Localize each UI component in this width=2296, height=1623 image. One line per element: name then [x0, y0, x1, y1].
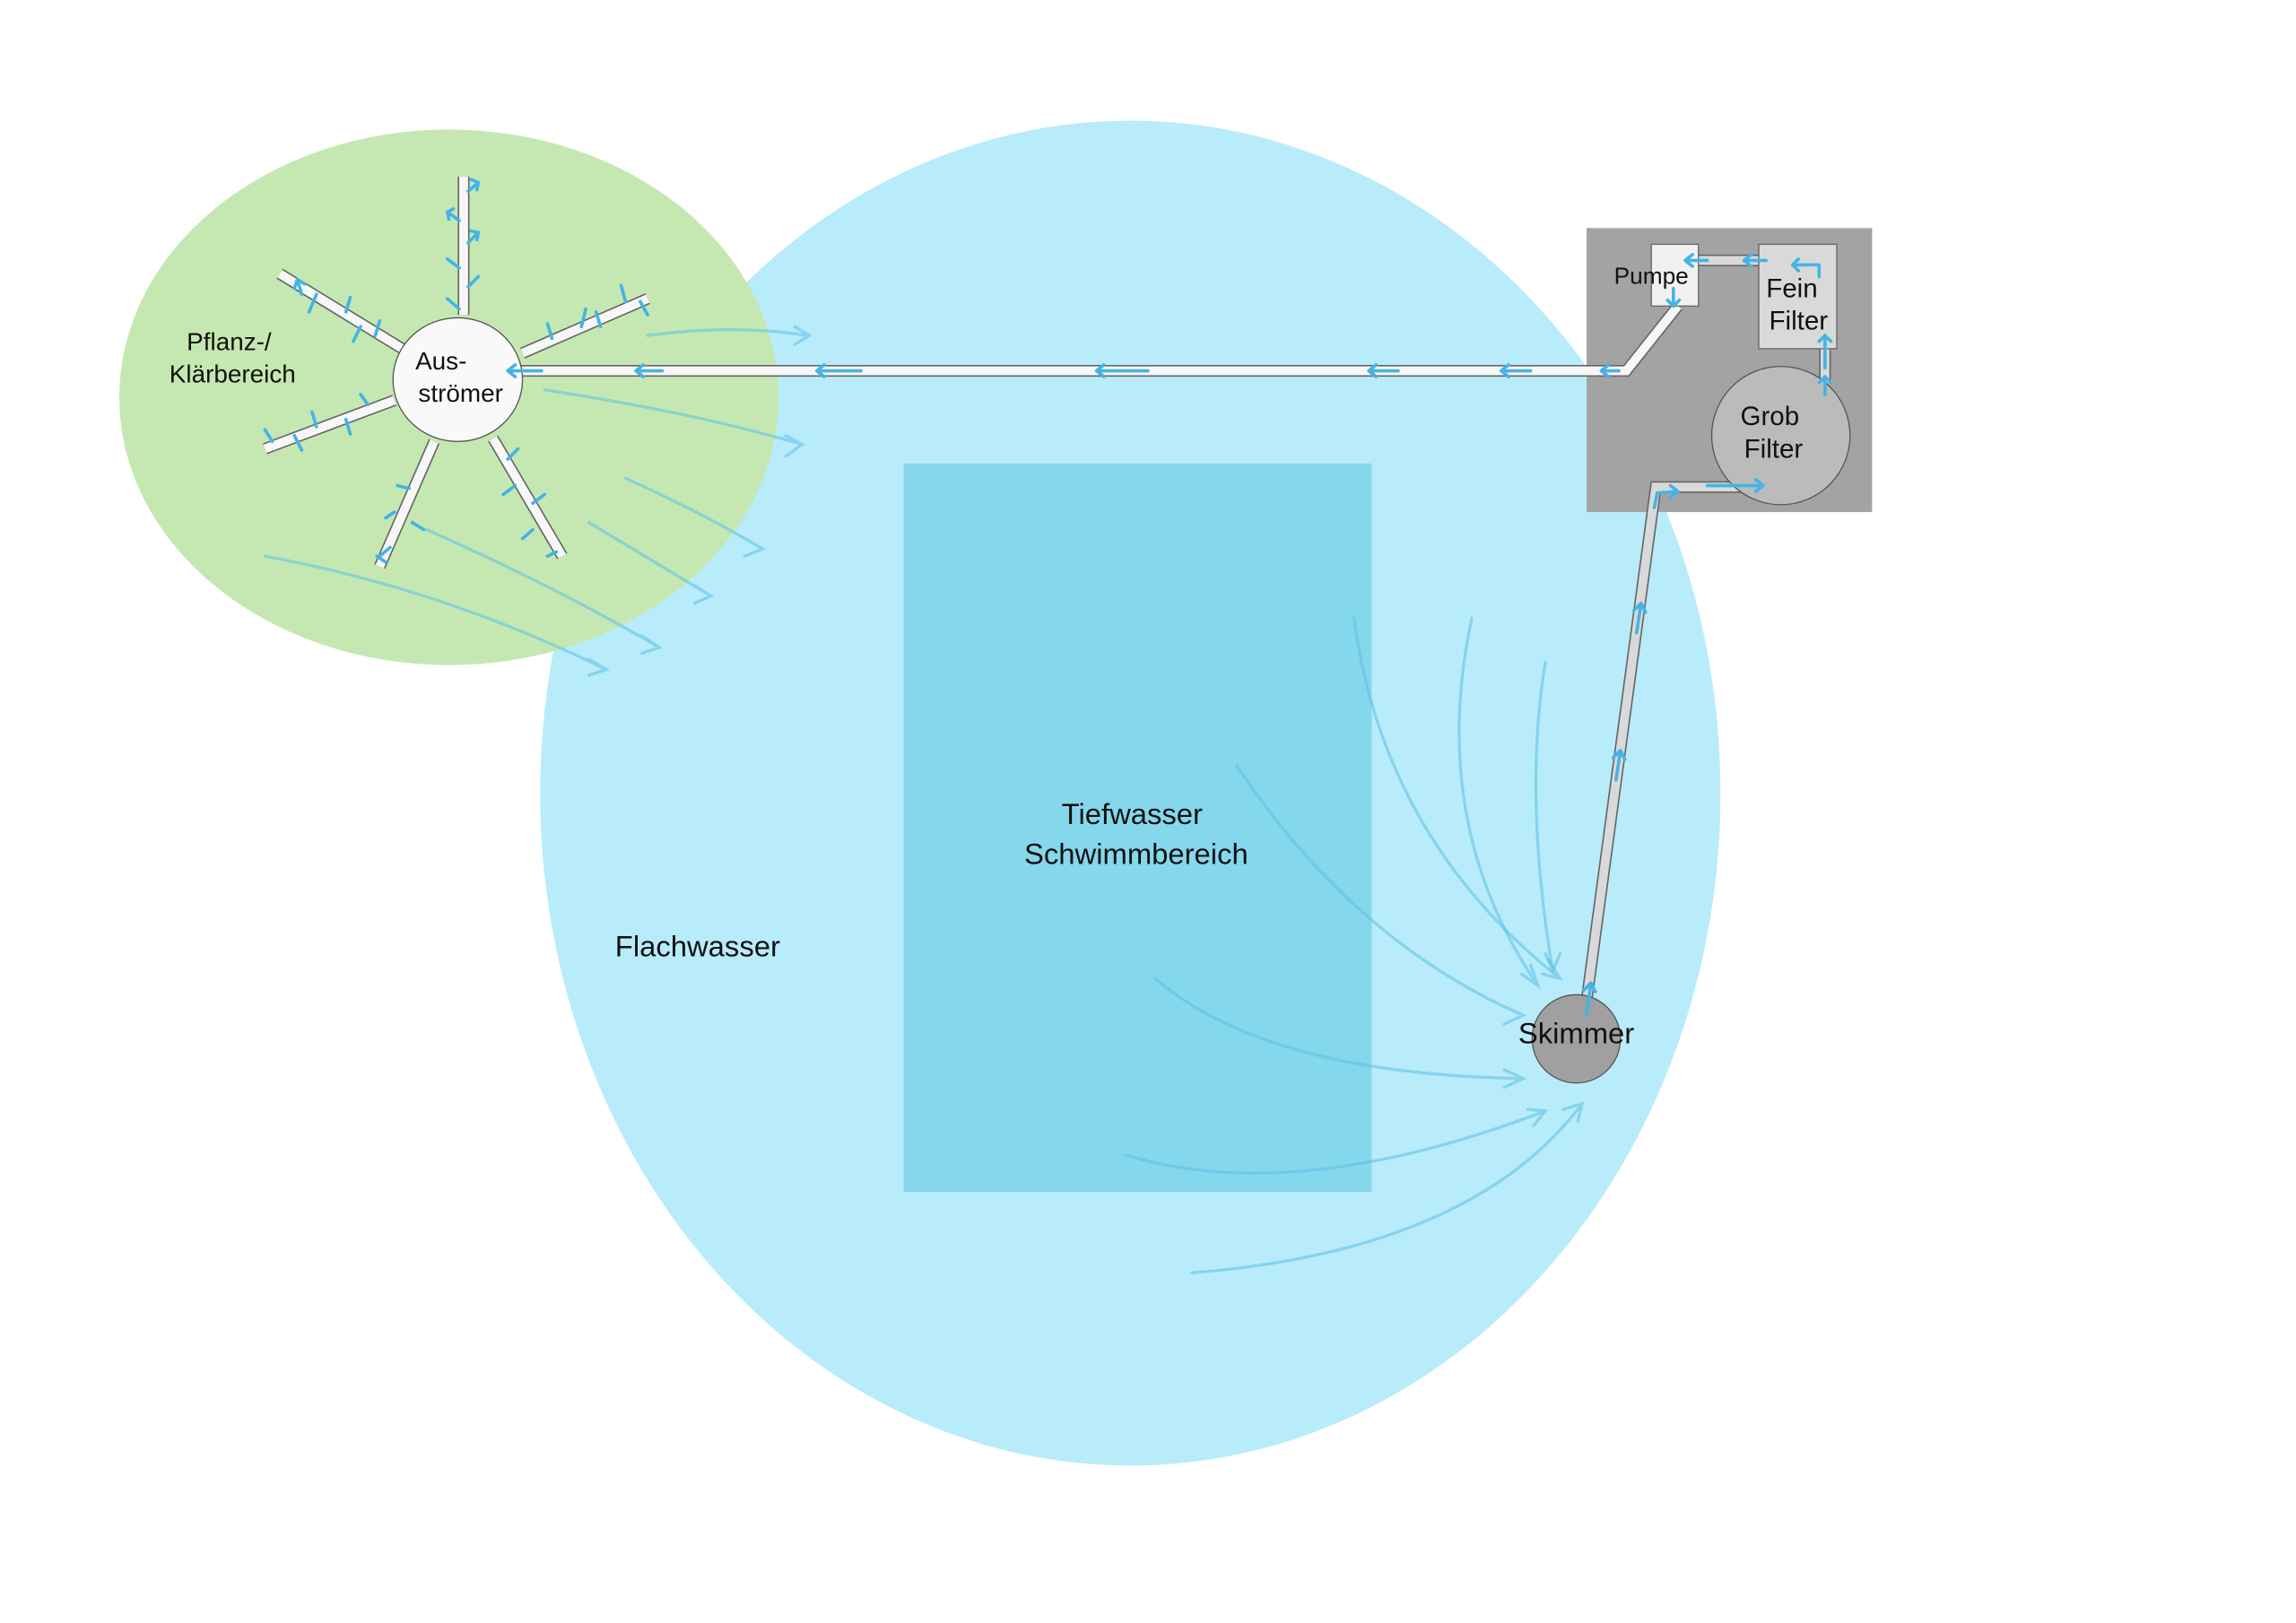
coarse-filter	[1710, 365, 1851, 506]
deep-water-zone	[903, 463, 1372, 1193]
skimmer-label: Skimmer	[1518, 1016, 1634, 1049]
deep-water-label: Tiefwasser Schwimmbereich	[1024, 797, 1248, 870]
flow-direction-arrows	[263, 178, 1833, 1018]
skimmer	[1531, 994, 1622, 1084]
shallow-water-label: Flachwasser	[615, 930, 780, 963]
pump-label: Pumpe	[1614, 263, 1689, 290]
diffuser	[392, 317, 524, 442]
coarse-filter-label: Grob Filter	[1741, 402, 1807, 464]
plant-zone-label: Pflanz-/ Klärbereich	[170, 328, 296, 388]
water-flow-lines	[263, 325, 1585, 1275]
diffuser-spokes	[263, 176, 650, 569]
fine-filter-label: Fein Filter	[1766, 273, 1828, 335]
return-pipe	[515, 302, 1683, 378]
diffuser-label: Aus- strömer	[415, 347, 503, 407]
